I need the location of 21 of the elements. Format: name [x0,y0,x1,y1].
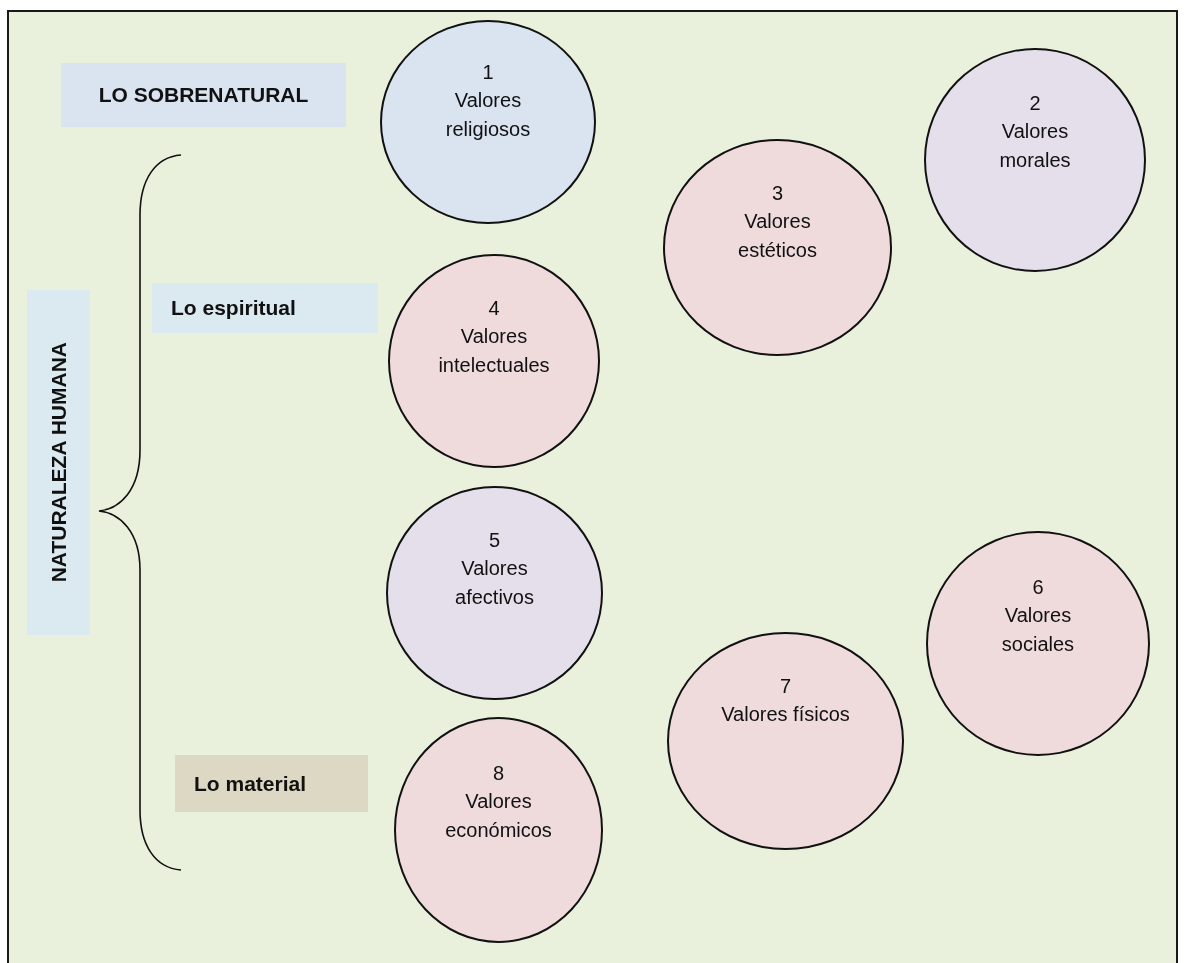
category-label: Lo material [194,771,307,796]
value-number: 1 [482,60,494,85]
category-box [175,755,368,812]
value-number: 6 [1032,575,1044,600]
category-label: Lo espiritual [171,296,296,320]
value-number: 7 [779,674,792,699]
value-number: 2 [1029,91,1041,116]
value-label: Valores religiosos [444,88,532,142]
value-number: 8 [492,761,505,786]
value-label: Valores morales [998,119,1072,173]
value-label: Valores económicos [444,789,553,843]
value-label: Valores estéticos [737,209,818,263]
value-label: Valores físicos [720,702,851,727]
value-label: Valores afectivos [454,556,535,610]
category-label: NATURALEZA HUMANA [46,342,71,583]
value-number: 3 [771,181,784,206]
value-number: 5 [488,528,501,553]
value-number: 4 [488,296,500,321]
category-label: LO SOBRENATURAL [98,83,309,107]
value-label: Valores intelectuales [437,324,551,378]
value-label: Valores sociales [1000,603,1076,657]
